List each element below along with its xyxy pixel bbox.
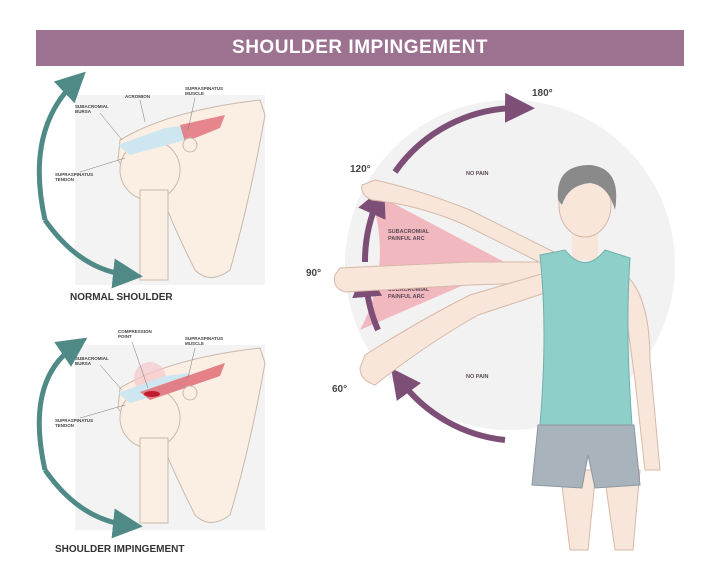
label-line: MUSCLE — [185, 341, 204, 346]
degree-120: 120° — [350, 164, 371, 175]
arm-60 — [359, 269, 561, 386]
caption-shoulder-impingement: SHOULDER IMPINGEMENT — [55, 544, 184, 555]
label-line: PAINFUL ARC — [388, 294, 425, 300]
label-line: PAINFUL ARC — [388, 236, 425, 242]
humerus — [139, 437, 169, 524]
degree-90: 90° — [306, 268, 321, 279]
rotation-arrow-up-icon — [36, 71, 86, 221]
arc-arrow-120-180-icon — [392, 92, 535, 174]
label-line: SUPRASPINATUS — [185, 86, 223, 91]
tank-top — [539, 249, 633, 426]
rotation-arrow-down-icon — [42, 218, 143, 289]
label-line: SUPRASPINATUS — [55, 418, 93, 423]
label-line: SUBACROMIAL — [75, 356, 109, 361]
painful-arc-zone — [360, 190, 510, 330]
label-line: SUPRASPINATUS — [185, 336, 223, 341]
label-line: POINT — [118, 334, 132, 339]
supraspinatus-muscle — [140, 363, 225, 400]
zone-no-pain-top: NO PAIN — [466, 171, 489, 177]
degree-180: 180° — [532, 88, 553, 99]
coracoid — [182, 137, 198, 153]
label-line: SUPRASPINATUS — [55, 172, 93, 177]
subacromial-bursa — [118, 125, 190, 155]
arm-120 — [361, 179, 561, 271]
hair — [557, 165, 617, 210]
zone-no-pain-bottom: NO PAIN — [466, 374, 489, 380]
label-line: SUBACROMIAL — [388, 229, 430, 235]
person-figure — [531, 165, 661, 551]
label-line: BURSA — [75, 361, 92, 366]
supraspinatus-muscle — [180, 115, 225, 142]
label-line: BURSA — [75, 109, 92, 114]
humerus — [139, 189, 169, 281]
arm-positions — [334, 179, 561, 386]
compression-point — [144, 391, 160, 397]
coracoid — [182, 385, 198, 401]
rotation-arrow-down-icon — [42, 468, 143, 539]
label-line: SUBACROMIAL — [388, 287, 430, 293]
label-acromion: ACROMION — [125, 94, 150, 99]
title-bar: SHOULDER IMPINGEMENT — [36, 30, 684, 66]
label-line: TENDON — [55, 177, 74, 182]
label-line: TENDON — [55, 423, 74, 428]
rotation-arrow-up-icon — [36, 337, 88, 471]
label-line: MUSCLE — [185, 91, 204, 96]
label-line: COMPRESSION — [118, 329, 152, 334]
arc-arrow-90-120-icon — [358, 186, 386, 263]
arc-arrow-0-60-icon — [391, 367, 506, 443]
shorts — [531, 424, 641, 489]
label-line: SUBACROMIAL — [75, 104, 109, 109]
caption-normal-shoulder: NORMAL SHOULDER — [70, 292, 173, 303]
degree-60: 60° — [332, 384, 347, 395]
